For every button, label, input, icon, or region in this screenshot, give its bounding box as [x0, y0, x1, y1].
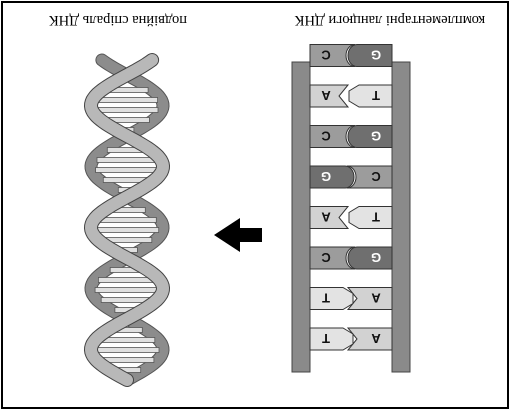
diagram-border	[1, 1, 509, 409]
base-letter-right: T	[322, 291, 330, 306]
base-left-T	[348, 206, 393, 229]
base-letter-left: G	[371, 129, 381, 144]
base-letter-left: G	[371, 250, 381, 265]
base-letter-right: A	[321, 210, 331, 225]
caption-complementary-strands: комплементарні ланцюги ДНК	[295, 12, 486, 28]
backbone-right	[291, 61, 311, 373]
base-right-A	[309, 206, 350, 229]
helix-rung	[98, 277, 157, 283]
base-right-G	[309, 165, 355, 189]
caption-double-helix: подвійна спіраль ДНК	[49, 12, 187, 28]
helix-strand-front	[84, 54, 170, 386]
base-pair: TA	[309, 84, 393, 108]
base-right-A	[309, 84, 350, 108]
base-letter-left: A	[371, 331, 381, 346]
backbone-left	[391, 61, 411, 373]
base-left-G	[347, 125, 393, 148]
base-letter-left: A	[371, 291, 381, 306]
base-left-T	[348, 84, 393, 108]
base-pair: TA	[309, 206, 393, 229]
base-letter-right: C	[321, 129, 331, 144]
base-pair: GC	[309, 44, 393, 67]
base-right-C	[309, 125, 356, 148]
base-letter-right: C	[321, 48, 331, 63]
helix-rung	[95, 167, 159, 173]
base-letter-left: G	[371, 48, 381, 63]
base-right-T	[309, 287, 354, 310]
helix-rung	[94, 287, 160, 293]
base-pair: GC	[309, 246, 393, 270]
base-pair: AT	[309, 287, 393, 310]
base-left-G	[347, 246, 393, 270]
helix-rung	[95, 107, 159, 113]
base-right-T	[309, 327, 354, 351]
base-letter-right: T	[322, 331, 330, 346]
base-letter-left: C	[371, 169, 381, 184]
base-letter-right: A	[321, 88, 331, 103]
helix-rung	[96, 157, 158, 163]
base-letter-left: T	[372, 210, 380, 225]
base-right-C	[309, 246, 356, 270]
helix-rung	[94, 227, 160, 233]
base-right-C	[309, 44, 356, 67]
base-left-G	[347, 44, 393, 67]
arrow-icon	[214, 218, 262, 252]
base-letter-left: T	[372, 88, 380, 103]
base-letter-right: G	[321, 169, 331, 184]
helix-rung	[96, 97, 159, 103]
base-letter-right: C	[321, 250, 331, 265]
base-pair: AT	[309, 327, 393, 351]
helix-rung	[97, 217, 157, 223]
helix-strand-back	[85, 54, 169, 386]
base-pair: CG	[309, 165, 393, 189]
helix-rung	[94, 347, 160, 353]
base-pair: GC	[309, 125, 393, 148]
double-helix	[83, 53, 171, 387]
